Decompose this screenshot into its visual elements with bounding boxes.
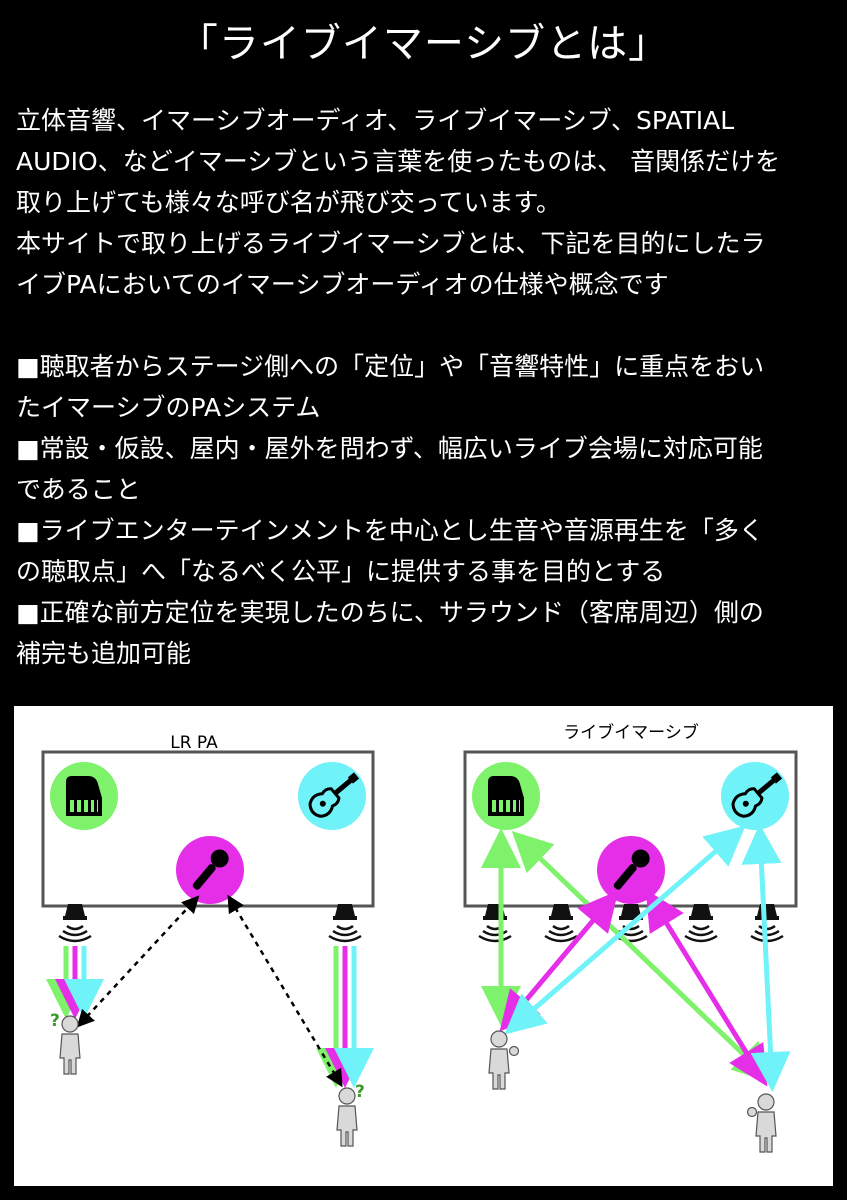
point-line: であること — [16, 475, 141, 504]
guitar-icon — [719, 760, 791, 832]
person-icon — [336, 1087, 358, 1147]
guitar-signal-arrow — [741, 824, 791, 1092]
mic-signal-arrow — [645, 889, 768, 1087]
perceived-direction-arrow — [227, 894, 343, 1088]
point-line: の聴取点」へ「なるべく公平」に提供する事を目的とする — [16, 557, 666, 586]
thumbs-up-icon — [746, 1106, 758, 1118]
person-icon — [488, 1030, 510, 1090]
speaker-icon — [683, 902, 719, 943]
point-line: 補完も追加可能 — [16, 639, 192, 668]
guitar-icon — [296, 760, 368, 832]
intro-line: AUDIO、などイマーシブという言葉を使ったものは、 音関係だけを — [16, 147, 781, 176]
thumbs-up-icon — [508, 1045, 520, 1057]
speaker-icon — [477, 902, 513, 943]
question-mark: ? — [355, 1082, 365, 1102]
intro-line: 取り上げても様々な呼び名が飛び交っています。 — [16, 188, 562, 217]
point-line: ■正確な前方定位を実現したのちに、サラウンド（客席周辺）側の — [16, 598, 764, 627]
point-line: ■聴取者からステージ側への「定位」や「音響特性」に重点をおい — [16, 352, 765, 381]
article-body: 立体音響、イマーシブオーディオ、ライブイマーシブ、SPATIAL AUDIO、な… — [16, 100, 831, 674]
lr-pa-label: LR PA — [170, 733, 218, 753]
perceived-direction-arrow — [76, 895, 200, 1028]
comparison-diagram: LR PA ? ? ライブイマーシブ — [14, 706, 833, 1186]
speaker-icon — [327, 902, 363, 943]
question-mark: ? — [50, 1011, 60, 1031]
speaker-icon — [57, 902, 93, 943]
speaker-icon — [543, 902, 579, 943]
spacer — [16, 305, 831, 346]
page-title: 「ライブイマーシブとは」 — [177, 21, 670, 67]
intro-line: 本サイトで取り上げるライブイマーシブとは、下記を目的にしたラ — [16, 229, 766, 258]
point-line: ■常設・仮設、屋内・屋外を問わず、幅広いライブ会場に対応可能 — [16, 434, 763, 463]
person-icon — [755, 1093, 777, 1153]
intro-line: イブPAにおいてのイマーシブオーディオの仕様や概念です — [16, 270, 669, 299]
person-icon — [59, 1015, 81, 1075]
guitar-signal-arrow — [504, 825, 746, 1035]
piano-icon — [472, 762, 540, 830]
live-immersive-label: ライブイマーシブ — [563, 722, 699, 743]
intro-line: 立体音響、イマーシブオーディオ、ライブイマーシブ、SPATIAL — [16, 106, 735, 135]
point-line: たイマーシブのPAシステム — [16, 393, 321, 422]
microphone-icon — [597, 836, 665, 904]
microphone-icon — [176, 836, 244, 904]
piano-icon — [50, 762, 118, 830]
point-line: ■ライブエンターテインメントを中心とし生音や音源再生を「多く — [16, 516, 764, 545]
